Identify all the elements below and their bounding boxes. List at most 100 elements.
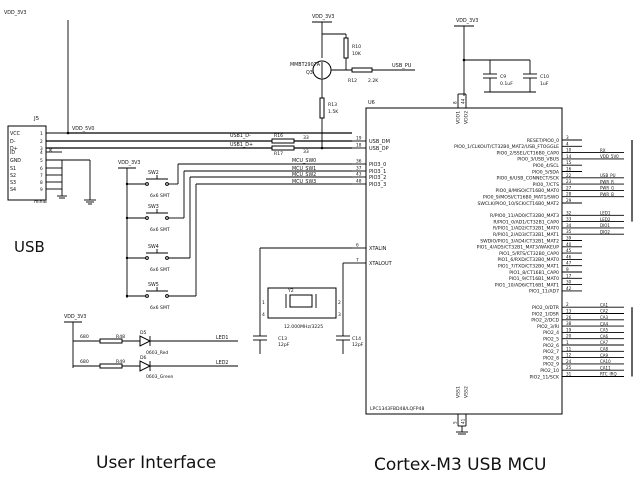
mcu-pin-name: PIO0_4/SCL [533,163,560,169]
led1-net: LED1 [216,335,228,341]
mcu-body [365,107,563,415]
d6-ref: D6 [140,355,147,361]
mcu-pin-name: PIO0_8/MISO/CT16B0_MAT0 [495,188,559,194]
mcu-pin-number: 15 [566,160,572,165]
mcu-pin-name: PIO2_10 [540,368,559,374]
usb-dm-net: USB1_D- [230,133,251,139]
y2-pin-2: 2 [338,300,341,306]
switch-contact [145,294,149,298]
c14-ref: C14 [352,336,361,342]
mcu-pin-number: 28 [566,192,572,197]
crystal-circuit: Y2 12.000MHz/3225 1 4 2 3 C13 12pF C14 1… [253,247,364,354]
q3-part: MMBT2907A [290,62,321,68]
y2-pin-3: 3 [338,312,341,318]
mcu-pin-number: 19 [356,136,362,142]
mcu-pin-number: 33 [566,217,572,222]
mcu-sw3-net: MCU_SW3 [292,179,316,185]
switch-contact [145,182,149,186]
mcu-sw2-net: MCU_SW2 [292,172,316,178]
mcu-pin-name: PIO0_2/SSEL/CT16B0_CAP0 [496,150,559,156]
c10-ref: C10 [540,74,549,80]
mcu-pin-name: VSS2 [464,386,470,398]
mcu-pin-name: XTALOUT [369,261,393,267]
mcu-pin-number: 30 [566,280,572,285]
net-label: PWR_R [600,179,614,184]
mcu-pin-number: 12 [566,353,572,358]
mcu-pin-name: USB_DM [369,139,390,145]
mcu-pin-name: PIO2_11/SCK [530,374,560,380]
mcu-pin-name: PIO1_11/AD7 [529,289,559,295]
r49-val: 680 [80,359,89,365]
r48-val: 680 [80,334,89,340]
junction [125,256,129,260]
switch-part: 6x6 SMT [150,227,170,233]
caption-mcu: Cortex-M3 USB MCU [374,455,546,475]
vdd-sw-label: VDD_3V3 [118,160,140,166]
mcu-pin-name: PIO1_5/RTS/CT32B0_CAP0 [499,251,559,257]
mcu-pin-number: 11 [566,346,572,351]
usb-dp-net: USB1_D+ [230,142,253,148]
switch-contact [145,216,149,220]
j5-part: miniB [34,199,47,205]
net-label: CA10 [600,359,611,364]
usb-pu-net: USB_PU [392,63,412,69]
mcu-pin-number: 43 [356,172,362,178]
mcu-pin-name: PIO2_4 [543,330,559,336]
net-label: CA11 [600,365,611,370]
mcu-pin-name: PIO3_2 [369,175,386,181]
mcu-pin-number: 29 [566,198,572,203]
j5-pin-number: 5 [40,158,43,164]
usb-data-lines: USB1_D- USB1_D+ R16 33 R17 33 × [46,133,352,157]
c14-val: 12pF [352,342,364,348]
mcu-pin-number: 7 [356,258,359,264]
j5-ref: J5 [33,116,40,122]
vdd5v0-label: VDD_5V0 [72,126,94,132]
mcu-pin-name: PIO1_8/CT16B1_CAP0 [509,270,559,276]
j5-pin-number: 4 [40,150,43,156]
junction [125,294,129,298]
mcu-pin-number: 1 [566,340,569,345]
mcu-pin-name: PIO0_3/USB_VBUS [517,157,559,163]
mcu-pin-number: 23 [566,179,572,184]
switch-contact [165,216,169,220]
mcu-pin-name: XTALIN [369,246,387,252]
net-label: DIO2 [600,229,610,234]
q3-ref: Q3 [306,70,313,76]
j5-pin-number: 2 [40,139,43,145]
r48-ref: R48 [116,334,125,340]
mcu-ref: U6 [368,100,375,106]
mcu-pin-number: 47 [566,261,572,266]
mcu-pin-name: SWCLK/PIO0_10/SCK/CT16B0_MAT2 [477,201,559,207]
r17-ref: R17 [274,151,283,157]
mcu-pin-number: 4 [566,141,569,146]
led2-net: LED2 [216,360,228,366]
mcu-pin-number: 22 [566,173,572,178]
switch-part: 6x6 SMT [150,193,170,199]
mcu-pin-name: PIO3_1 [369,169,386,175]
mcu-pin-name: R/PIO1_1/AD2/CT32B1_MAT0 [493,226,559,232]
r10-val: 10K [352,51,362,57]
net-label: CA9 [600,353,609,358]
mcu-pin-number: 18 [356,143,362,149]
net-label: PWR_B [600,192,614,197]
r16-body [271,138,295,144]
mcu-pin-name: PIO2_1/DSR [532,311,560,317]
mcu-pin-name: R/PIO0_11/AD0/CT32B0_MAT3 [490,213,559,219]
j5-pin-name: D- [10,139,16,145]
j5-pin-number: 8 [40,180,43,186]
mcu-pin-number: 48 [356,179,362,185]
mcu-pin-number: 32 [566,210,572,215]
decoupling-caps: VDD_3V3 C9 0.1uF C10 1uF [454,18,549,96]
net-label: CA6 [600,334,609,339]
j5-pin-name: S4 [10,187,16,193]
mcu-right-nets: RXVDD_5V0USB_PUPWR_RPWR_GPWR_BLED1LED2DI… [582,140,633,377]
r13-val: 1.5K [328,109,339,115]
mcu-pin-name: VDD2 [464,111,470,124]
switch-contact [165,294,169,298]
r10-body [343,37,349,59]
mcu-pin-name: PIO0_7/CTS [533,182,559,188]
mcu-pin-name: R/PIO1_0/AD1/CT32B1_CAP0 [493,219,559,225]
